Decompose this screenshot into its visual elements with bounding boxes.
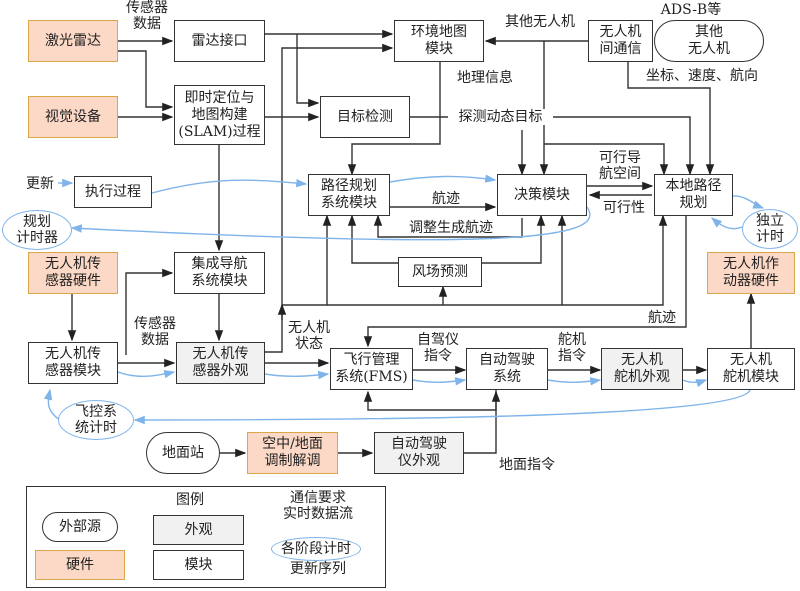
label-ground-command: 地面指令 bbox=[499, 457, 555, 473]
ground-station-external: 地面站 bbox=[146, 432, 220, 474]
edge-apf-ap bbox=[464, 390, 501, 454]
edge-bus-local bbox=[327, 214, 668, 306]
timer-exec-path bbox=[151, 178, 308, 194]
edge-comm-local bbox=[627, 62, 715, 176]
timer-path-dec bbox=[389, 174, 497, 183]
legend-external-source: 外部源 bbox=[42, 512, 118, 542]
uav-actuator-hardware: 无人机作 动器硬件 bbox=[707, 252, 795, 294]
timer-local-indep bbox=[732, 195, 765, 209]
other-uav-external: 其他 无人机 bbox=[654, 20, 764, 62]
edge-wind-dec bbox=[482, 214, 546, 264]
edge-wind-path bbox=[347, 214, 398, 264]
label-track-2: 航迹 bbox=[648, 310, 676, 326]
label-uav-state: 无人机 状态 bbox=[288, 320, 330, 352]
uav-servo-module: 无人机 舵机模块 bbox=[707, 348, 795, 390]
execution-process-module: 执行过程 bbox=[74, 176, 152, 208]
label-geo-info: 地理信息 bbox=[457, 70, 513, 86]
label-adsb: ADS-B等 bbox=[660, 2, 722, 18]
radar-interface-module: 雷达接口 bbox=[174, 20, 265, 62]
uav-comm-module: 无人机 间通信 bbox=[588, 20, 653, 62]
timer-fc-sensor bbox=[43, 388, 61, 421]
timer-ap-servof bbox=[547, 377, 602, 386]
uav-servo-facade: 无人机 舵机外观 bbox=[601, 348, 683, 390]
legend-title: 图例 bbox=[176, 492, 204, 508]
wind-prediction-module: 风场预测 bbox=[398, 257, 482, 287]
target-detection-module: 目标检测 bbox=[320, 96, 410, 138]
path-planning-module: 路径规划 系统模块 bbox=[308, 174, 390, 216]
edge-lidar-slam bbox=[118, 50, 174, 112]
legend-phase-timer: 各阶段计时 bbox=[271, 537, 361, 561]
edge-env-local bbox=[544, 143, 669, 176]
uav-sensor-facade: 无人机传 感器外观 bbox=[176, 342, 265, 384]
uav-sensor-module: 无人机传 感器模块 bbox=[28, 342, 118, 384]
timer-servo-fc bbox=[133, 389, 751, 425]
label-coord-speed-heading: 坐标、速度、航向 bbox=[646, 68, 758, 84]
label-track: 航迹 bbox=[432, 191, 460, 207]
timer-indep-local bbox=[710, 217, 743, 230]
label-other-uav: 其他无人机 bbox=[505, 14, 575, 30]
edge-facade-up bbox=[265, 303, 287, 353]
timer-servof-servo bbox=[682, 379, 708, 388]
edge-sensor-ins bbox=[125, 268, 174, 355]
label-feasible-nav-space: 可行导 航空间 bbox=[599, 150, 641, 182]
label-autopilot-command: 自驾仪 指令 bbox=[417, 332, 459, 364]
timer-fms-ap bbox=[412, 377, 467, 386]
edge-env-path bbox=[347, 62, 441, 176]
flight-management-system: 飞行管理 系统(FMS) bbox=[330, 348, 413, 390]
legend-hardware: 硬件 bbox=[35, 550, 125, 580]
edge-dec-path bbox=[373, 214, 523, 238]
label-servo-command: 舵机 指令 bbox=[558, 332, 586, 364]
timer-dec-plan bbox=[70, 206, 591, 241]
edge-local-fms bbox=[363, 216, 687, 348]
label-update: 更新 bbox=[26, 176, 54, 192]
legend-comm-realtime: 通信要求 实时数据流 bbox=[283, 490, 353, 522]
autopilot-facade: 自动驾驶 仪外观 bbox=[374, 432, 464, 474]
uav-sensor-hardware: 无人机传 感器硬件 bbox=[28, 252, 118, 294]
legend-module: 模块 bbox=[153, 550, 244, 580]
planning-timer: 规划 计时器 bbox=[2, 210, 72, 250]
edge-ap-fms bbox=[363, 390, 497, 411]
vision-hardware: 视觉设备 bbox=[28, 96, 118, 138]
label-feasibility: 可行性 bbox=[603, 200, 645, 216]
env-map-module: 环境地图 模块 bbox=[394, 20, 484, 62]
edge-fms-env bbox=[281, 43, 394, 320]
timer-sensor-facade bbox=[117, 369, 176, 379]
timer-facade-fms bbox=[264, 370, 330, 380]
independent-timer: 独立 计时 bbox=[742, 209, 798, 249]
label-sensor-data-top: 传感器 数据 bbox=[126, 0, 168, 32]
label-sensor-data-mid: 传感器 数据 bbox=[134, 316, 176, 348]
edge-radar-target bbox=[296, 34, 320, 108]
edge-bus-path bbox=[282, 214, 332, 306]
decision-module: 决策模块 bbox=[497, 174, 587, 216]
integrated-nav-module: 集成导航 系统模块 bbox=[174, 252, 265, 294]
legend-update-sequence: 更新序列 bbox=[290, 561, 346, 577]
air-ground-modem-hardware: 空中/地面 调制解调 bbox=[247, 432, 338, 474]
label-adjust-track: 调整生成航迹 bbox=[409, 220, 493, 236]
legend-facade: 外观 bbox=[153, 515, 244, 545]
slam-module: 即时定位与 地图构建 (SLAM)过程 bbox=[174, 85, 265, 145]
flight-control-timer: 飞控系 统计时 bbox=[58, 400, 134, 440]
local-path-planning-module: 本地路径 规划 bbox=[654, 174, 733, 216]
lidar-hardware: 激光雷达 bbox=[28, 20, 118, 62]
label-dynamic-target: 探测动态目标 bbox=[448, 109, 553, 125]
autopilot-system: 自动驾驶 系统 bbox=[466, 348, 548, 390]
